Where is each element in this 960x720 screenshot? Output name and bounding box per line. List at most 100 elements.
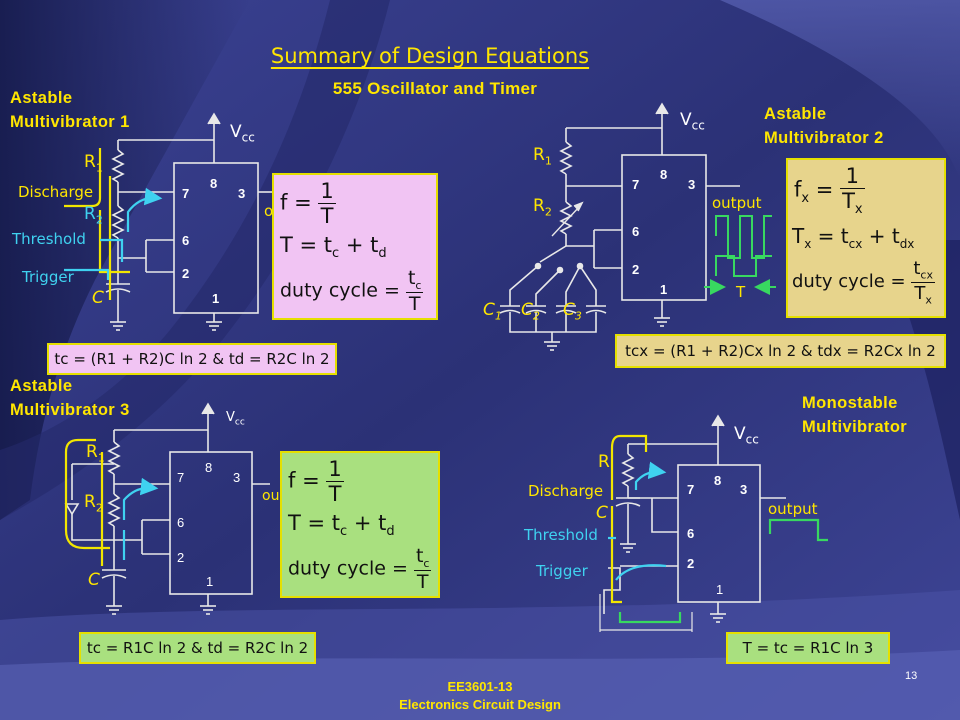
output-waveform-2 [704,215,776,295]
label-astable-3: Astable Multivibrator 3 [10,374,130,422]
vcc-label-3: Vcc [226,410,245,428]
ic-555-chip-4 [677,464,761,603]
pin-7-4: 7 [687,482,695,497]
pin-2-4: 2 [687,556,695,571]
r2-label-2: R2 [533,196,552,219]
threshold-label-1: Threshold [12,230,86,248]
pin-8-4: 8 [714,473,722,488]
period-t-label-2: T [736,283,746,301]
discharge-path-1 [98,210,130,274]
label-astable-3-line2: Multivibrator 3 [10,401,130,419]
circuit-astable-2 [499,102,740,351]
page-number: 13 [905,670,918,682]
c3-label-2: C3 [563,300,582,323]
c-label-3: C [88,570,100,590]
c-label-1: C [92,288,104,308]
trigger-path-1 [64,268,110,280]
trigger-label-1: Trigger [22,268,74,286]
circuit-3-signal-paths [64,438,159,566]
pin-7-1: 7 [182,186,190,201]
pin-1-2: 1 [660,282,668,297]
c1-label-2: C1 [483,300,502,323]
discharge-label-4: Discharge [528,482,604,500]
resistor-r-4 [621,453,635,487]
circuit-astable-3 [64,402,270,615]
vcc-label-2: Vcc [680,110,705,133]
timing-equation-astable-1: tc = (R1 + R2)C ln 2 & td = R2C ln 2 [47,343,337,375]
pin-6-4: 6 [687,526,695,541]
pin-7-3: 7 [177,470,185,485]
pin-6-2: 6 [632,224,640,239]
label-monostable-line1: Monostable [802,394,898,412]
vcc-label-4: Vcc [734,424,759,447]
resistor-r2-1 [111,205,125,239]
pin-6-3: 6 [177,515,185,530]
pin-2-1: 2 [182,266,190,281]
pin-1-4: 1 [716,582,724,597]
resistor-r1-1 [111,149,125,183]
circuit-astable-1 [105,112,272,331]
pin-3-3: 3 [233,470,241,485]
pin-6-1: 6 [182,233,190,248]
pin-2-2: 2 [632,262,640,277]
pin-8-3: 8 [205,460,213,475]
r2-label-3: R2 [84,492,103,515]
eq-period-3: T = tc + td [288,511,395,540]
pin-1-1: 1 [212,291,220,306]
ic-555-chip-2 [621,154,707,301]
ic-555-chip-1 [173,162,259,314]
c-label-4: C [596,503,608,523]
pin-7-2: 7 [632,177,640,192]
c2-label-2: C2 [521,300,540,323]
timing-equation-monostable: T = tc = R1C ln 3 [726,632,890,664]
circuit-1-signal-paths [64,148,163,300]
r1-label-3: R1 [86,442,105,465]
pin-2-3: 2 [177,550,185,565]
timing-equation-astable-3: tc = R1C ln 2 & td = R2C ln 2 [79,632,316,664]
output-hint-3: ou [262,488,280,504]
footer-course-code: EE3601-13 [447,679,513,694]
pin-3-2: 3 [688,177,696,192]
r1-label-1: R1 [84,152,103,175]
discharge-label-1: Discharge [18,183,94,201]
resistor-r2-2 [559,201,573,235]
pin-8-1: 8 [210,176,218,191]
circuit-4-signal-paths [608,434,828,624]
resistor-r1-2 [559,141,573,175]
trigger-label-4: Trigger [536,562,588,580]
r2-label-1: R2 [84,204,103,227]
label-astable-3-line1: Astable [10,377,73,395]
label-monostable: Monostable Multivibrator [802,391,907,439]
slide-title: Summary of Design Equations [270,44,590,68]
label-astable-1: Astable Multivibrator 1 [10,86,130,134]
label-astable-2-line2: Multivibrator 2 [764,129,884,147]
circuit-monostable [599,414,786,632]
pin-1-3: 1 [206,574,214,589]
output-hint-1: o [264,202,274,220]
pin-8-2: 8 [660,167,668,182]
r1-label-2: R1 [533,145,552,168]
slide-subtitle: 555 Oscillator and Timer [332,79,538,98]
footer-course-name: Electronics Circuit Design [399,697,561,712]
vcc-label-1: Vcc [230,122,255,145]
diode-d1 [64,464,80,516]
output-pulse-4 [768,518,828,542]
output-label-2: output [712,194,762,212]
output-label-4: output [768,500,818,518]
label-monostable-line2: Multivibrator [802,418,908,436]
resistor-r2-3 [107,493,121,527]
timing-equation-astable-2: tcx = (R1 + R2)Cx ln 2 & tdx = R2Cx ln 2 [615,334,946,368]
threshold-label-4: Threshold [524,526,598,544]
r-label-4: R [598,452,610,472]
label-astable-1-line1: Astable [10,89,73,107]
